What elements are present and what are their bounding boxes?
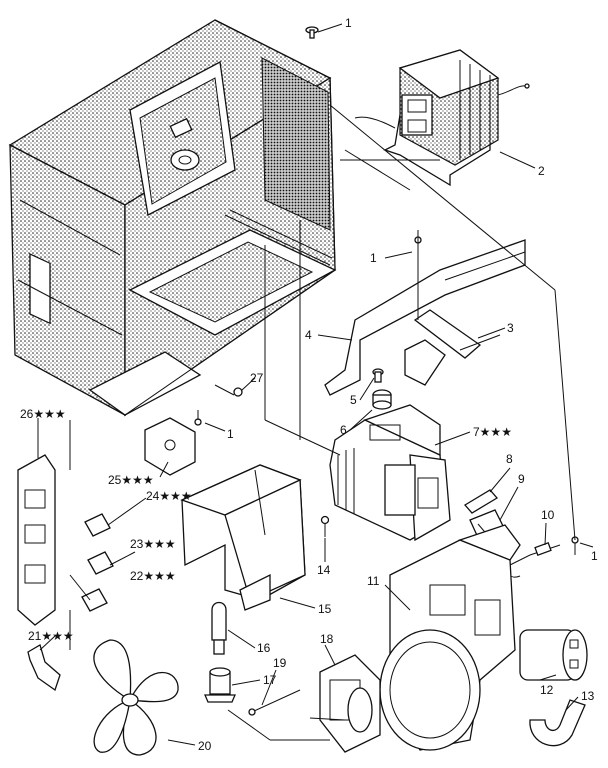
part-24-switch [84, 513, 111, 537]
part-6-thermal-cutout [372, 389, 392, 410]
part-1-screw-left [194, 410, 202, 426]
part-3-plate [404, 309, 501, 386]
part-23-switch [87, 551, 114, 575]
part-1-screw-top [305, 26, 319, 39]
part-17-lamp-socket [204, 667, 236, 703]
callout-1-bracket: 1 [370, 251, 377, 265]
callout-1-top: 1 [345, 16, 352, 30]
callout-17: 17 [263, 673, 277, 687]
part-20-fan-blade [93, 639, 179, 756]
part-18-fan-motor [309, 654, 381, 753]
callout-5: 5 [350, 393, 357, 407]
part-8-fuse [463, 489, 499, 514]
part-19-screw [248, 689, 301, 716]
callout-14: 14 [317, 563, 331, 577]
part-15-air-duct [180, 464, 306, 611]
callout-9: 9 [518, 472, 525, 486]
callout-leaders [37, 23, 594, 746]
callout-2: 2 [538, 164, 545, 178]
callout-1-right: 1 [591, 549, 598, 563]
callout-15: 15 [318, 602, 332, 616]
part-12-capacitor [519, 629, 588, 681]
callout-27: 27 [250, 371, 264, 385]
part-26-latch-board [17, 454, 56, 626]
callout-20: 20 [198, 739, 212, 753]
callout-16: 16 [257, 641, 271, 655]
callout-26: 26★★★ [20, 407, 66, 421]
callout-7: 7★★★ [473, 425, 512, 439]
callout-8: 8 [506, 452, 513, 466]
callout-10: 10 [541, 508, 555, 522]
callout-11: 11 [367, 574, 380, 588]
callout-21: 21★★★ [28, 629, 74, 643]
callout-4: 4 [305, 328, 312, 342]
callout-18: 18 [320, 632, 334, 646]
callout-6: 6 [340, 423, 347, 437]
part-5-screw [372, 368, 384, 383]
part-2-transformer [354, 49, 530, 187]
part-14-screw [320, 515, 330, 537]
callout-19: 19 [273, 656, 287, 670]
callout-12: 12 [540, 683, 554, 697]
part-13-capacitor-bracket [529, 699, 586, 747]
assembly-guide-lines [69, 104, 576, 741]
callout-22: 22★★★ [130, 569, 176, 583]
part-21-lever [27, 644, 61, 692]
callout-24: 24★★★ [146, 489, 192, 503]
cabinet-chassis [8, 19, 337, 417]
callout-23: 23★★★ [130, 537, 176, 551]
callout-13: 13 [581, 689, 595, 703]
part-11-fan-duct [379, 524, 521, 751]
part-4-bracket [324, 239, 526, 396]
part-22-switch [81, 588, 108, 612]
callout-labels: 1 2 1 3 4 5 6 7★★★ 8 9 10 1 11 12 13 14 … [20, 16, 598, 753]
part-7-magnetron [329, 404, 451, 542]
callout-25: 25★★★ [108, 473, 154, 487]
callout-3: 3 [507, 321, 514, 335]
callout-1-left: 1 [227, 427, 234, 441]
part-25-hinge-bracket [144, 417, 196, 476]
part-27-screw [214, 384, 243, 397]
part-16-lamp [211, 601, 227, 655]
